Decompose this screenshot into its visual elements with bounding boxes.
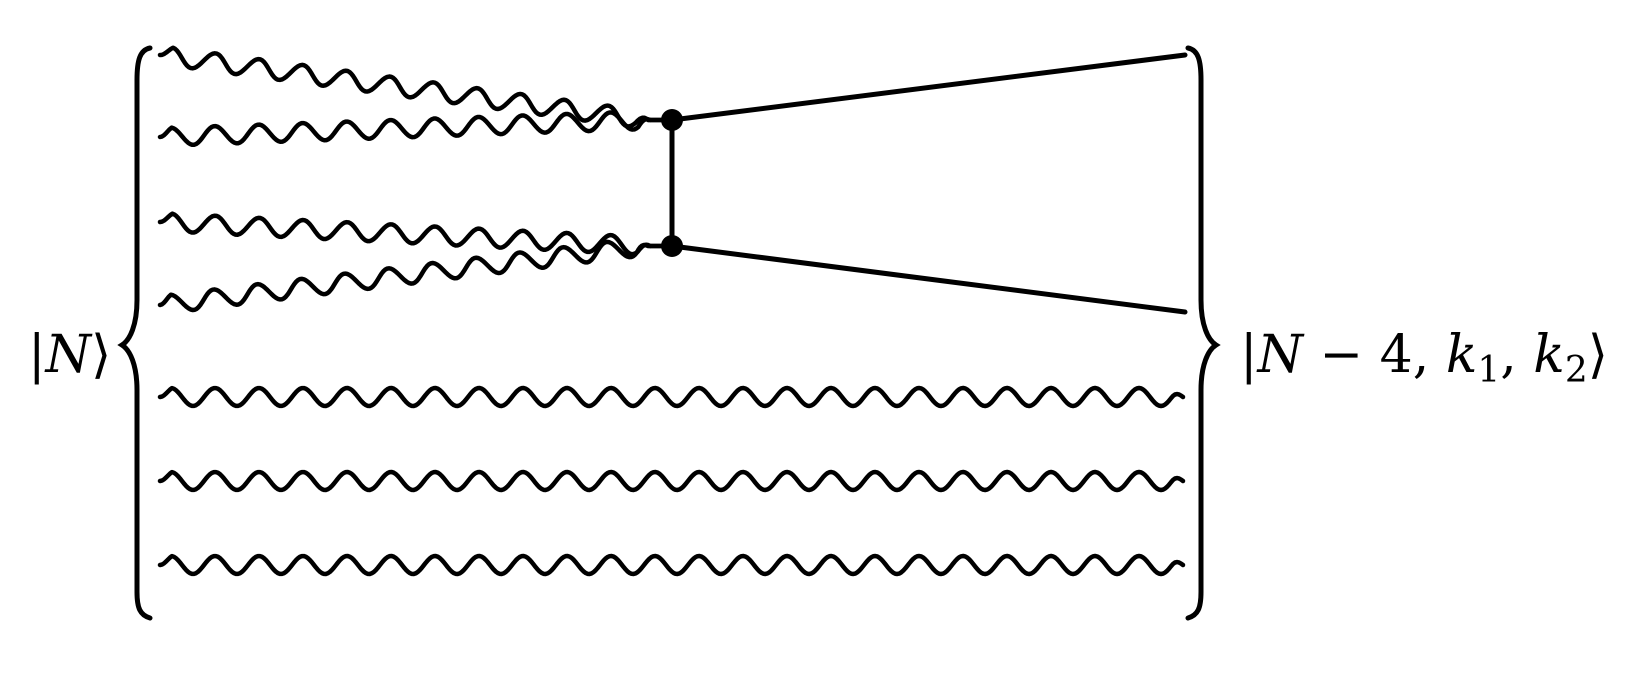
- initial-state-label: |N⟩: [28, 325, 111, 385]
- outgoing-line-k1: [669, 52, 1188, 123]
- interacting-photon-line: [157, 211, 653, 257]
- vertex-upper: [661, 109, 683, 131]
- interacting-photon-line: [157, 239, 651, 313]
- spectator-photon-line: [157, 469, 1186, 493]
- vertex-lower: [661, 235, 683, 257]
- outgoing-line-k2: [669, 243, 1188, 315]
- left-brace: [117, 45, 153, 621]
- spectator-photon-line: [157, 553, 1186, 577]
- final-state-label: |N − 4, k1, k2⟩: [1240, 325, 1608, 391]
- interacting-photon-line: [157, 45, 651, 129]
- right-brace: [1185, 45, 1221, 621]
- interacting-photon-line: [157, 110, 653, 148]
- photon-lines: [157, 45, 1186, 577]
- spectator-photon-line: [157, 385, 1186, 409]
